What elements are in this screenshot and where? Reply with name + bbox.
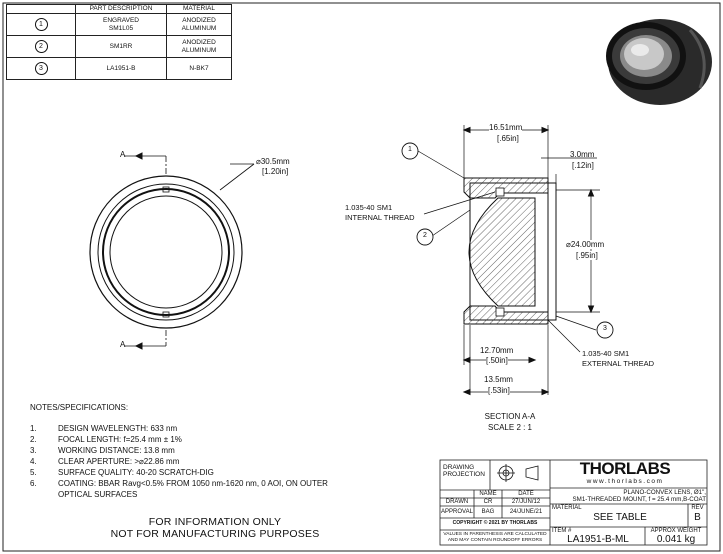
drawing-projection-label: DRAWING PROJECTION	[443, 464, 485, 478]
item-bubble: 2	[34, 40, 48, 53]
callout-bubble-1	[401, 142, 419, 160]
front-view	[89, 152, 255, 350]
list-item: 5.SURFACE QUALITY: 40-20 SCRATCH-DIG	[30, 468, 214, 477]
notes-title: NOTES/SPECIFICATIONS:	[30, 403, 129, 412]
dim-right-top-inch: [.12in]	[572, 161, 594, 170]
col-name: NAME	[479, 491, 497, 497]
front-diameter-inch: [1.20in]	[262, 167, 289, 176]
drawn-label: DRAWN	[445, 499, 469, 505]
list-item: 3.WORKING DISTANCE: 13.8 mm	[30, 446, 175, 455]
dim-diameter-inch: [.95in]	[576, 251, 598, 260]
part-description-title: PLANO-CONVEX LENS, Ø1", SM1-THREADED MOU…	[572, 489, 706, 503]
parts-header-description: PART DESCRIPTION	[75, 4, 167, 14]
dim-bottom1-inch: [.50in]	[486, 356, 508, 365]
callout-3: 3	[603, 325, 607, 332]
dim-top: 16.51mm	[489, 123, 523, 132]
list-item: 6.COATING: BBAR Ravg<0.5% FROM 1050 nm-1…	[30, 479, 328, 488]
section-view	[401, 125, 614, 396]
external-thread-note: 1.035-40 SM1 EXTERNAL THREAD	[582, 349, 655, 368]
dim-diameter: ⌀24.00mm	[566, 240, 605, 249]
col-date: DATE	[518, 491, 534, 497]
parts-header-material: MATERIAL	[166, 4, 232, 14]
dim-right-top: 3.0mm	[570, 150, 595, 159]
part-material: N-BK7	[166, 57, 232, 80]
dim-bottom1: 12.70mm	[480, 346, 514, 355]
part-description: LA1951-B	[75, 57, 167, 80]
dim-bottom2-inch: [.53in]	[488, 386, 510, 395]
drawn-name: CR	[483, 499, 493, 505]
list-item: 4.CLEAR APERTURE: >⌀22.86 mm	[30, 457, 180, 466]
section-marker-top: A	[120, 150, 126, 159]
rev-label: REV	[691, 505, 704, 511]
dim-bottom2: 13.5mm	[484, 375, 513, 384]
table-row: 1 ENGRAVED SM1L05 ANODIZED ALUMINUM	[6, 13, 232, 36]
section-scale: SCALE 2 : 1	[487, 423, 533, 432]
table-row: 3 LA1951-B N-BK7	[6, 57, 232, 80]
thorlabs-logo: THORLABS	[579, 459, 671, 478]
item-label: ITEM #	[552, 528, 572, 534]
material-value: SEE TABLE	[593, 512, 647, 523]
dim-top-inch: [.65in]	[497, 134, 519, 143]
internal-thread-note: 1.035-40 SM1 INTERNAL THREAD	[345, 203, 415, 222]
list-item: 1.DESIGN WAVELENGTH: 633 nm	[30, 424, 178, 433]
rev-value: B	[694, 512, 701, 523]
part-description: ENGRAVED SM1L05	[75, 13, 167, 36]
weight-label: APPROX WEIGHT	[650, 528, 702, 534]
callout-bubble-2	[416, 228, 434, 246]
website: www.thorlabs.com	[586, 478, 664, 485]
callout-1: 1	[408, 146, 412, 153]
callout-bubble-3	[596, 321, 614, 339]
title-block-frame	[439, 459, 708, 546]
front-diameter-label: ⌀30.5mm	[256, 157, 290, 166]
item-bubble: 3	[34, 62, 48, 75]
material-label: MATERIAL	[552, 505, 582, 511]
parts-table: PART DESCRIPTION MATERIAL 1 ENGRAVED SM1…	[6, 4, 232, 80]
list-item: 2.FOCAL LENGTH: f=25.4 mm ± 1%	[30, 435, 182, 444]
part-description: SM1RR	[75, 35, 167, 58]
disclaimer: FOR INFORMATION ONLY NOT FOR MANUFACTURI…	[110, 516, 320, 540]
table-row: 2 SM1RR ANODIZED ALUMINUM	[6, 35, 232, 58]
approval-date: 24/JUNE/21	[509, 509, 543, 515]
drawn-date: 27/JUN/12	[511, 499, 541, 505]
tolerance-note: VALUES IN PARENTHESIS ARE CALCULATED AND…	[443, 532, 547, 543]
part-material: ANODIZED ALUMINUM	[166, 35, 232, 58]
item-bubble: 1	[34, 18, 48, 31]
section-title: SECTION A-A	[484, 412, 536, 421]
item-value: LA1951-B-ML	[567, 534, 629, 545]
notes-specifications: NOTES/SPECIFICATIONS: 1.DESIGN WAVELENGT…	[30, 402, 328, 500]
projection-symbol	[497, 464, 539, 482]
product-render-image	[606, 19, 712, 105]
copyright: COPYRIGHT © 2021 BY THORLABS	[452, 520, 538, 526]
approval-name: BAG	[481, 509, 495, 515]
callout-2: 2	[423, 232, 427, 239]
section-marker-bottom: A	[120, 340, 126, 349]
approval-label: APPROVAL	[441, 509, 473, 515]
part-material: ANODIZED ALUMINUM	[166, 13, 232, 36]
weight-value: 0.041 kg	[656, 534, 696, 545]
list-item: OPTICAL SURFACES	[58, 490, 138, 499]
